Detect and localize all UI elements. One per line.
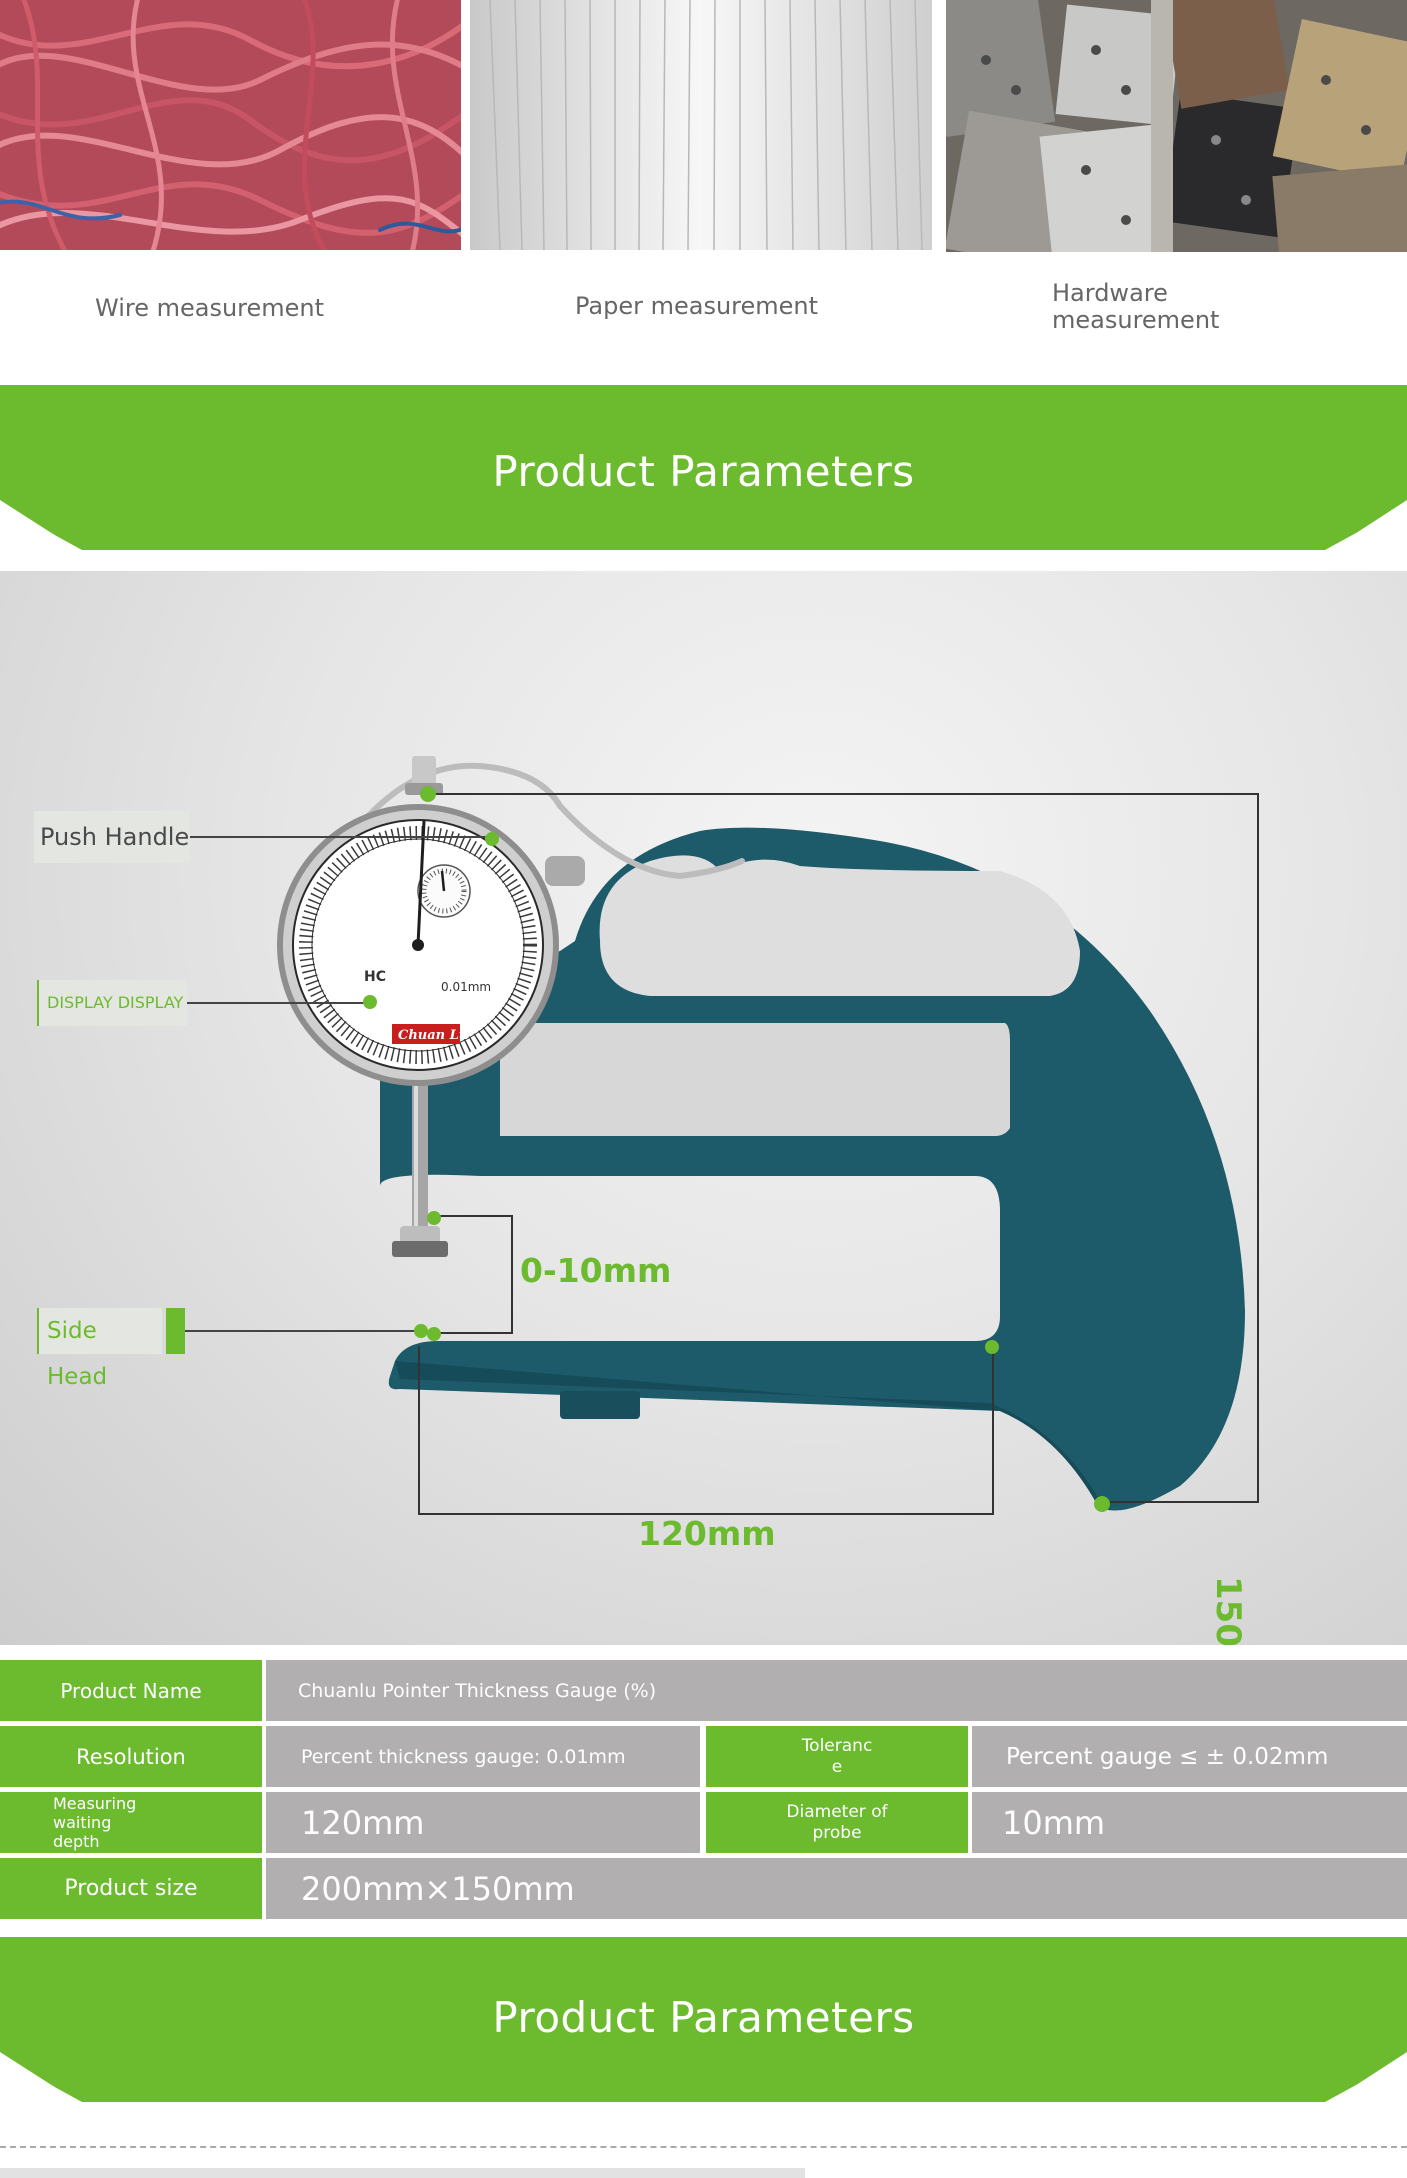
hardware-photo	[946, 0, 1407, 252]
dial-brand-text: Chuan Lu	[398, 1028, 468, 1043]
measuring-depth-header: Measuring waiting depth	[0, 1792, 262, 1853]
range-dimension-line	[433, 1215, 513, 1334]
display-callout: DISPLAY DISPLAY	[37, 980, 187, 1026]
wire-photo	[0, 0, 461, 250]
product-name-header: Product Name	[0, 1660, 262, 1721]
gauge-opening	[500, 1023, 1010, 1136]
push-handle-callout: Push Handle	[34, 811, 190, 863]
dial-scale-text: 0.01mm	[441, 980, 491, 994]
product-diagram: 0.01mm HC Chuan Lu Push Handle DISPLAY D…	[0, 571, 1407, 1645]
width-dimension-line	[418, 1346, 994, 1515]
wire-measurement-label: Wire measurement	[95, 294, 325, 322]
probe-diameter-value: 10mm	[972, 1792, 1407, 1853]
width-dimension-label: 120mm	[638, 1514, 776, 1553]
product-size-header: Product size	[0, 1858, 262, 1919]
hardware-measurement-label: Hardware measurement	[1052, 279, 1220, 334]
measuring-depth-value: 120mm	[266, 1792, 700, 1853]
height-dimension-line	[428, 793, 1259, 1503]
banner-title-top: Product Parameters	[492, 447, 915, 496]
side-head-callout: Side Head	[37, 1308, 162, 1390]
thickness-gauge-illustration: 0.01mm HC Chuan Lu	[185, 756, 1259, 1515]
height-dimension-text: 150mm	[1208, 1576, 1248, 1645]
dial-mark-text: HC	[364, 969, 386, 985]
gauge-frame	[379, 827, 1246, 1511]
side-head-marker	[166, 1308, 185, 1354]
resolution-header: Resolution	[0, 1726, 262, 1787]
product-size-value: 200mm×150mm	[266, 1858, 1407, 1919]
grip-hole	[599, 855, 1080, 996]
product-name-value: Chuanlu Pointer Thickness Gauge (%)	[266, 1660, 1407, 1721]
tolerance-header: Toleranc e	[706, 1726, 968, 1787]
resolution-value: Percent thickness gauge: 0.01mm	[266, 1726, 700, 1787]
tolerance-value: Percent gauge ≤ ± 0.02mm	[972, 1726, 1407, 1787]
paper-measurement-label: Paper measurement	[575, 292, 819, 320]
next-section-edge	[0, 2168, 805, 2178]
banner-title-bottom: Product Parameters	[492, 1993, 915, 2042]
parameters-banner-top: Product Parameters	[0, 385, 1407, 550]
range-dimension-label: 0-10mm	[520, 1251, 672, 1290]
section-divider	[0, 2146, 1407, 2148]
probe-diameter-header: Diameter of probe	[706, 1792, 968, 1853]
paper-photo	[470, 0, 932, 250]
parameters-banner-bottom: Product Parameters	[0, 1937, 1407, 2102]
